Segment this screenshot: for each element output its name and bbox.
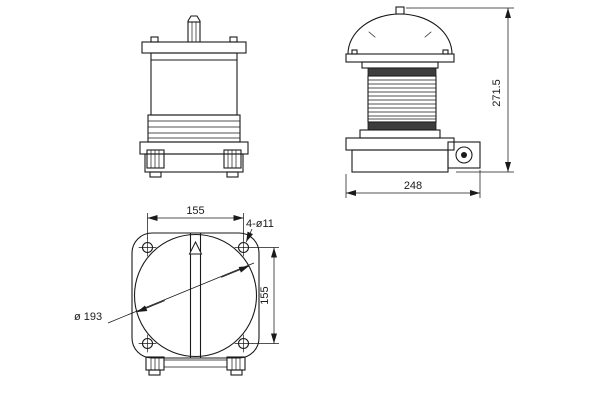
front-cable-gland-right (223, 149, 242, 178)
flange-height-dimension (252, 247, 279, 344)
front-view (139, 15, 249, 178)
bolt-hole (234, 334, 253, 353)
front-stem (187, 15, 201, 43)
lens-neck (361, 61, 439, 69)
diameter-callout (107, 262, 255, 324)
dome-base-plate (345, 49, 455, 63)
direction-marker (188, 240, 203, 255)
front-bolt-left (150, 36, 159, 43)
overall-width-label: 248 (404, 180, 422, 192)
switch-knob-center (461, 152, 467, 158)
plan-cable-gland-right (226, 356, 246, 376)
lens-bottom-band (367, 121, 437, 131)
holes-callout (245, 228, 254, 243)
flange-height-label: 155 (259, 286, 271, 304)
lens-housing (367, 75, 437, 123)
front-body (150, 52, 238, 116)
switch-knob (455, 146, 473, 164)
front-top-plate (141, 36, 247, 54)
lens-support-plate (359, 129, 441, 139)
diameter-label: ø 193 (74, 311, 102, 323)
plan-cable-gland-left (145, 356, 165, 376)
base-circle (133, 233, 258, 358)
overall-height-label: 271.5 (491, 79, 503, 107)
plan-view (131, 232, 260, 376)
dome (347, 13, 453, 55)
bolt-hole (138, 238, 157, 257)
mounting-flange (131, 232, 260, 359)
bolt-hole (234, 238, 253, 257)
bolt-holes-label: 4-ø11 (246, 218, 274, 230)
height-dimension (406, 7, 514, 173)
flange-width-dimension (147, 213, 244, 239)
front-cable-gland-left (146, 149, 165, 178)
front-lens-band (147, 114, 241, 143)
dome-knob (395, 6, 405, 15)
side-switch-box (447, 141, 481, 169)
front-base (139, 141, 249, 173)
side-view (345, 6, 481, 173)
front-bolt-right (229, 36, 238, 43)
flange-width-label: 155 (186, 205, 204, 217)
bolt-hole (138, 334, 157, 353)
width-dimension (345, 170, 481, 198)
side-base (345, 137, 455, 173)
lens-top-band (367, 67, 437, 77)
